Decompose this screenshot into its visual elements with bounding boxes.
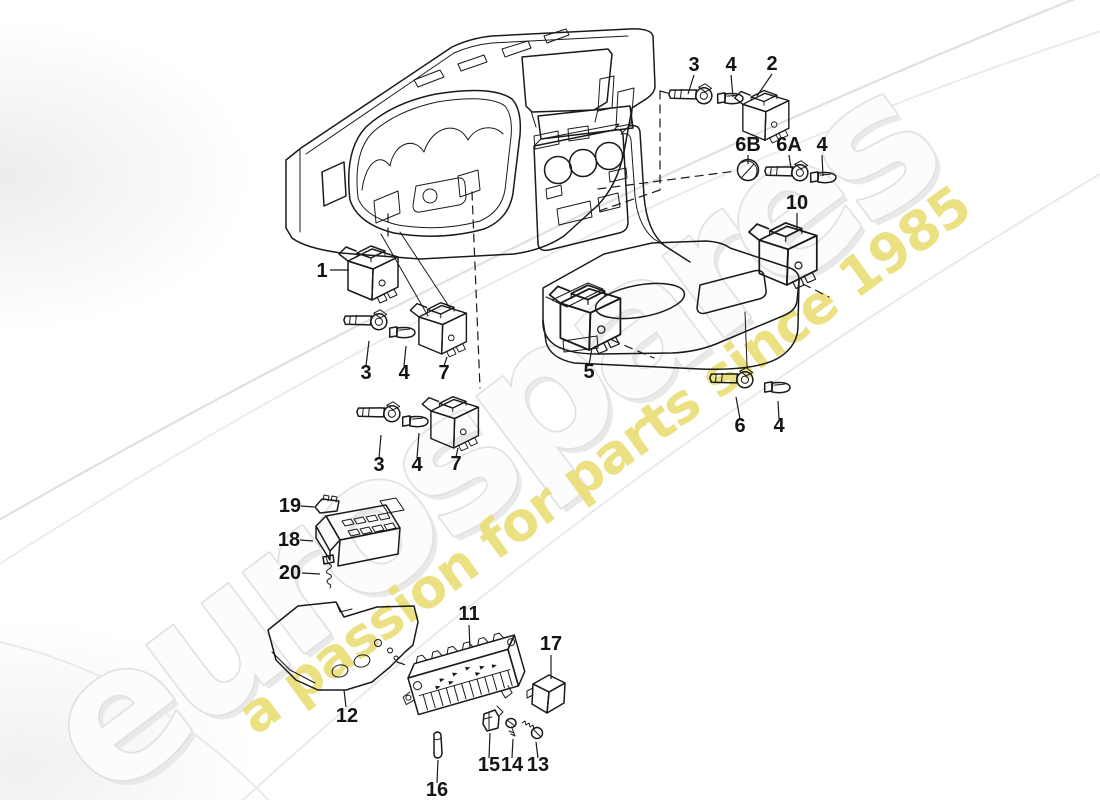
callout-6: 6 bbox=[734, 415, 745, 437]
callout-12: 12 bbox=[336, 705, 358, 727]
screw-part-14 bbox=[505, 717, 517, 737]
callout-labels: 3 4 2 6B 6A 4 10 1 3 4 7 5 6 4 3 4 7 19 … bbox=[278, 53, 829, 800]
callout-1: 1 bbox=[316, 260, 327, 282]
screw-part-20 bbox=[322, 554, 335, 589]
bulb-part-4-row1 bbox=[387, 325, 417, 341]
connector-block-part-18 bbox=[315, 497, 405, 567]
callout-7-row2: 7 bbox=[450, 453, 461, 475]
bulb-part-4-console bbox=[762, 380, 792, 396]
callout-19: 19 bbox=[279, 495, 301, 517]
bulb-part-4-top bbox=[715, 91, 745, 107]
callout-5: 5 bbox=[583, 361, 594, 383]
callout-14: 14 bbox=[501, 754, 524, 776]
dash-top-hump bbox=[521, 48, 613, 113]
fuse-box-foot-line bbox=[496, 705, 504, 717]
callout-4-row2: 4 bbox=[411, 454, 423, 476]
watermark-brand-text: eurospares bbox=[2, 31, 973, 800]
callout-18: 18 bbox=[278, 529, 300, 551]
relay-part-17 bbox=[526, 674, 566, 714]
bulb-holder-part-3-row1 bbox=[342, 305, 389, 332]
callout-3-row2: 3 bbox=[373, 454, 384, 476]
callout-4-mid: 4 bbox=[816, 134, 828, 156]
center-console-drawing bbox=[533, 123, 800, 370]
screw-part-13 bbox=[521, 720, 544, 740]
callout-3-row1: 3 bbox=[360, 362, 371, 384]
dashboard-drawing bbox=[285, 28, 656, 317]
instrument-cluster bbox=[347, 89, 522, 237]
callout-3-top: 3 bbox=[688, 54, 699, 76]
callout-6B: 6B bbox=[735, 134, 761, 156]
callout-17: 17 bbox=[540, 633, 562, 655]
callout-11: 11 bbox=[458, 603, 479, 625]
callout-4-console: 4 bbox=[773, 415, 785, 437]
callout-15: 15 bbox=[478, 754, 500, 776]
defroster-vents bbox=[413, 28, 570, 88]
callout-4-top: 4 bbox=[725, 54, 737, 76]
callout-20: 20 bbox=[279, 562, 301, 584]
fuse-box-part-11 bbox=[402, 632, 526, 716]
callout-7-row1: 7 bbox=[438, 362, 449, 384]
callout-16: 16 bbox=[426, 779, 448, 800]
watermark: eurospares eurospares a passion for part… bbox=[1, 30, 983, 800]
pin-part-16 bbox=[433, 731, 443, 759]
callout-6A: 6A bbox=[776, 134, 802, 156]
clip-part-15 bbox=[482, 709, 500, 732]
callout-2: 2 bbox=[766, 53, 777, 75]
callout-10: 10 bbox=[786, 192, 808, 214]
callout-4-row1: 4 bbox=[398, 362, 410, 384]
callout-13: 13 bbox=[527, 754, 549, 776]
fuse-part-19 bbox=[314, 494, 340, 514]
callout-leader-lines bbox=[299, 73, 824, 784]
bracket-part-12 bbox=[267, 601, 419, 691]
